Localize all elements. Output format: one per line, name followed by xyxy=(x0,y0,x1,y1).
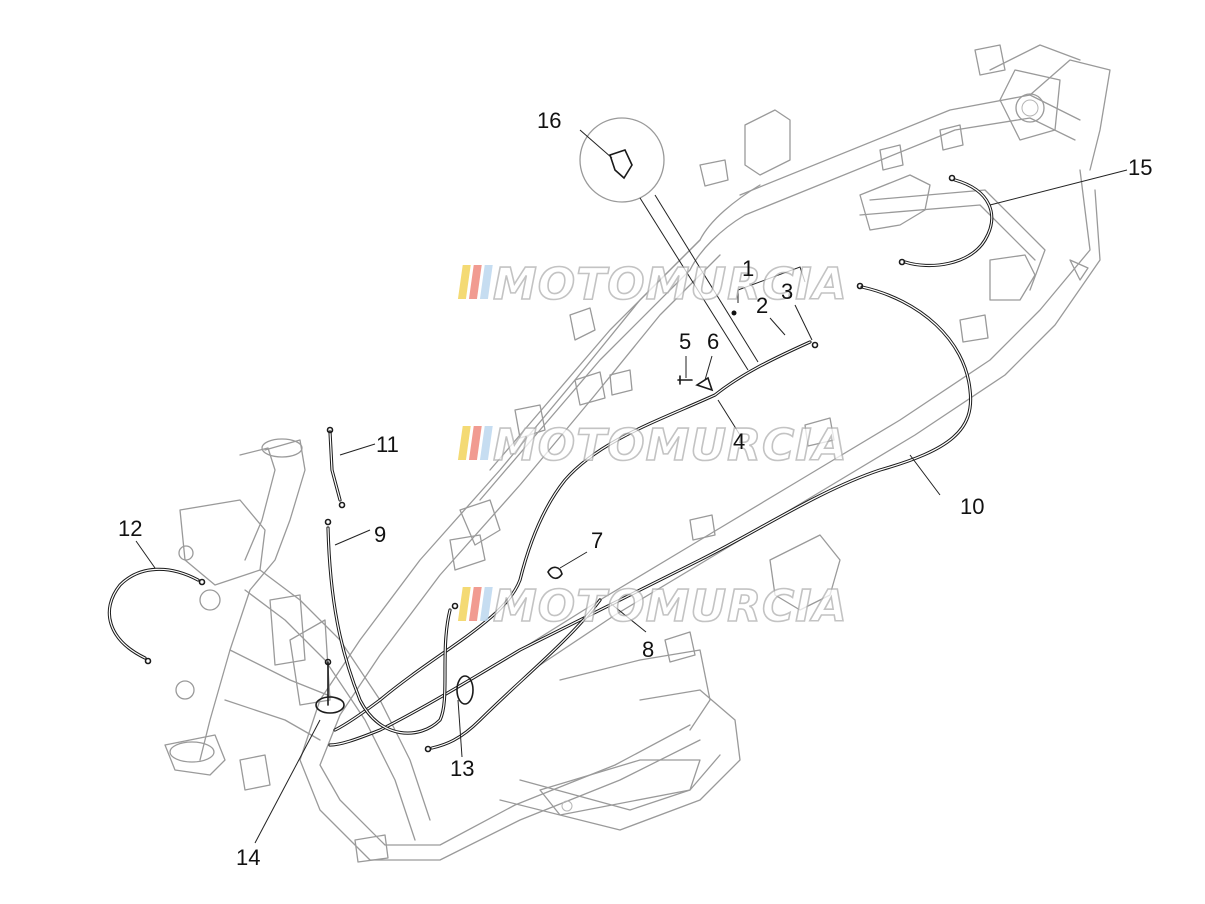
callout-1: 1 xyxy=(742,256,754,281)
watermark-bottom: MOTOMURCIA xyxy=(457,580,848,633)
watermark-top: MOTOMURCIA xyxy=(457,258,848,311)
watermark-stripe xyxy=(479,587,493,621)
watermark-text: MOTOMURCIA xyxy=(493,420,848,471)
watermark-stripe xyxy=(457,426,471,460)
callout-5: 5 xyxy=(679,329,691,354)
callout-10: 10 xyxy=(960,494,984,519)
watermark-stripe xyxy=(479,426,493,460)
watermark-logo xyxy=(457,426,493,460)
cables xyxy=(107,149,994,753)
callout-2: 2 xyxy=(756,293,768,318)
watermark-stripe xyxy=(479,265,493,299)
watermark-stripe xyxy=(468,426,482,460)
callout-12: 12 xyxy=(118,516,142,541)
callout-7: 7 xyxy=(591,528,603,553)
callout-14: 14 xyxy=(236,845,260,870)
callout-11: 11 xyxy=(376,432,399,457)
callout-13: 13 xyxy=(450,756,474,781)
callout-4: 4 xyxy=(733,429,745,454)
callout-9: 9 xyxy=(374,522,386,547)
callout-15: 15 xyxy=(1128,155,1152,180)
callout-numbers: 1 2 3 4 5 6 7 8 9 10 11 12 13 14 15 16 xyxy=(118,108,1152,870)
watermark-logo xyxy=(457,265,493,299)
callout-3: 3 xyxy=(781,279,793,304)
watermark-text: MOTOMURCIA xyxy=(493,259,848,310)
watermark-stripe xyxy=(457,587,471,621)
scooter-frame xyxy=(164,44,1111,863)
leader-lines xyxy=(135,129,1128,844)
watermark-middle: MOTOMURCIA xyxy=(457,419,848,472)
watermark-logo xyxy=(457,587,493,621)
callout-6: 6 xyxy=(707,329,719,354)
watermark-stripe xyxy=(468,265,482,299)
watermark-stripe xyxy=(457,265,471,299)
watermark-stripe xyxy=(468,587,482,621)
watermark-text: MOTOMURCIA xyxy=(493,581,848,632)
callout-8: 8 xyxy=(642,637,654,662)
callout-16: 16 xyxy=(537,108,561,133)
